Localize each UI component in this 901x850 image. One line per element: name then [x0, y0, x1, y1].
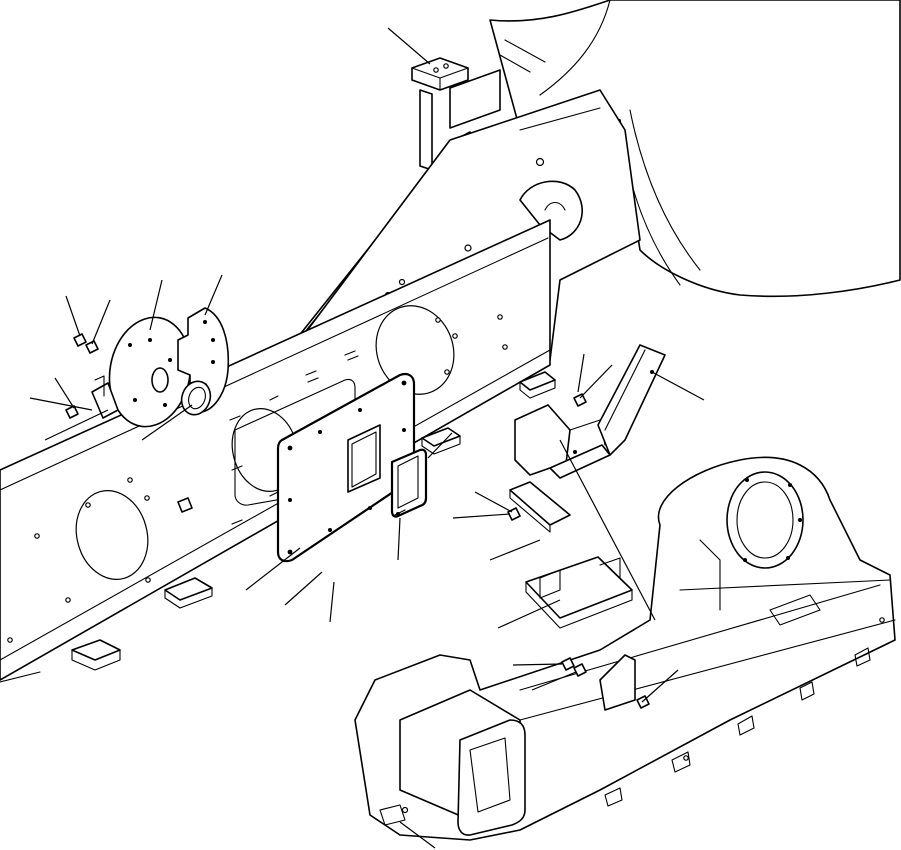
seal-ring: [180, 380, 212, 416]
leader-disc-cover: [149, 279, 163, 331]
leader-small-bolt: [427, 432, 453, 459]
leader-cover-plate: [497, 599, 561, 629]
leader-nut-3: [329, 581, 335, 623]
leader-frame-link: [559, 439, 656, 621]
leader-lines: [29, 27, 705, 849]
leader-bolt-5: [641, 669, 679, 703]
curved-bracket: [597, 344, 666, 456]
top-mounting-pad: [411, 57, 501, 171]
leader-curved-bracket: [651, 371, 705, 401]
leader-nut-5: [512, 663, 563, 666]
guard-bracket: [514, 404, 611, 479]
leader-bolt-4: [579, 364, 613, 399]
square-gasket: [390, 448, 428, 518]
leader-washer-5: [531, 671, 577, 691]
cover-plate: [525, 556, 633, 629]
long-frame-beam: [0, 219, 551, 683]
leader-clip: [29, 397, 93, 411]
leader-seal-ring: [141, 404, 193, 441]
leader-track-frame: [399, 821, 436, 849]
leader-spacer: [577, 353, 585, 393]
clip-bracket: [91, 375, 119, 419]
leader-top-pad: [387, 27, 431, 65]
leader-plate-bracket: [204, 274, 223, 316]
leader-gasket-bolt: [474, 491, 513, 513]
track-frame: [354, 456, 896, 841]
leader-bolt-1: [65, 295, 81, 337]
lower-right-fasteners: [507, 393, 650, 709]
beam-foot-pads: [71, 371, 556, 671]
leader-gasket: [397, 517, 401, 561]
leader-clip-2: [44, 409, 109, 441]
leader-bolt-right: [452, 513, 511, 519]
leader-access-plate: [245, 547, 301, 591]
leader-bolt-3: [284, 571, 323, 606]
leader-guard-bracket: [489, 539, 541, 561]
spacer-block: [509, 481, 571, 533]
leader-washer-1: [91, 299, 111, 345]
disc-cover: [108, 316, 192, 428]
leader-bolt-2: [54, 377, 75, 409]
